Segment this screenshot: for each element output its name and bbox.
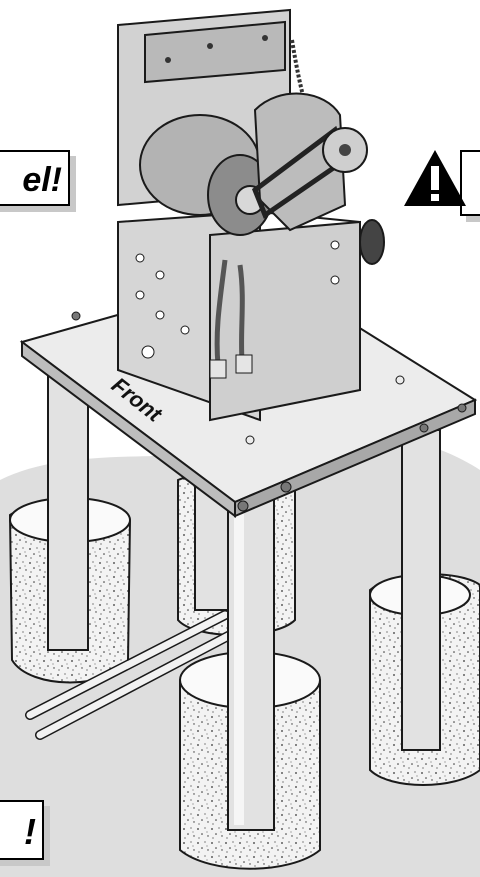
sprocket-wheel (359, 219, 385, 265)
callout-top-left: el! (0, 150, 70, 206)
gearbox (253, 92, 347, 232)
callout-right (460, 150, 480, 216)
drive-belt (251, 125, 368, 219)
warning-triangle-icon (404, 150, 466, 206)
wiring (209, 259, 253, 379)
conduit-pipes (25, 610, 235, 740)
callout-bottom-left: ! (0, 800, 44, 860)
electric-motor (139, 114, 273, 236)
